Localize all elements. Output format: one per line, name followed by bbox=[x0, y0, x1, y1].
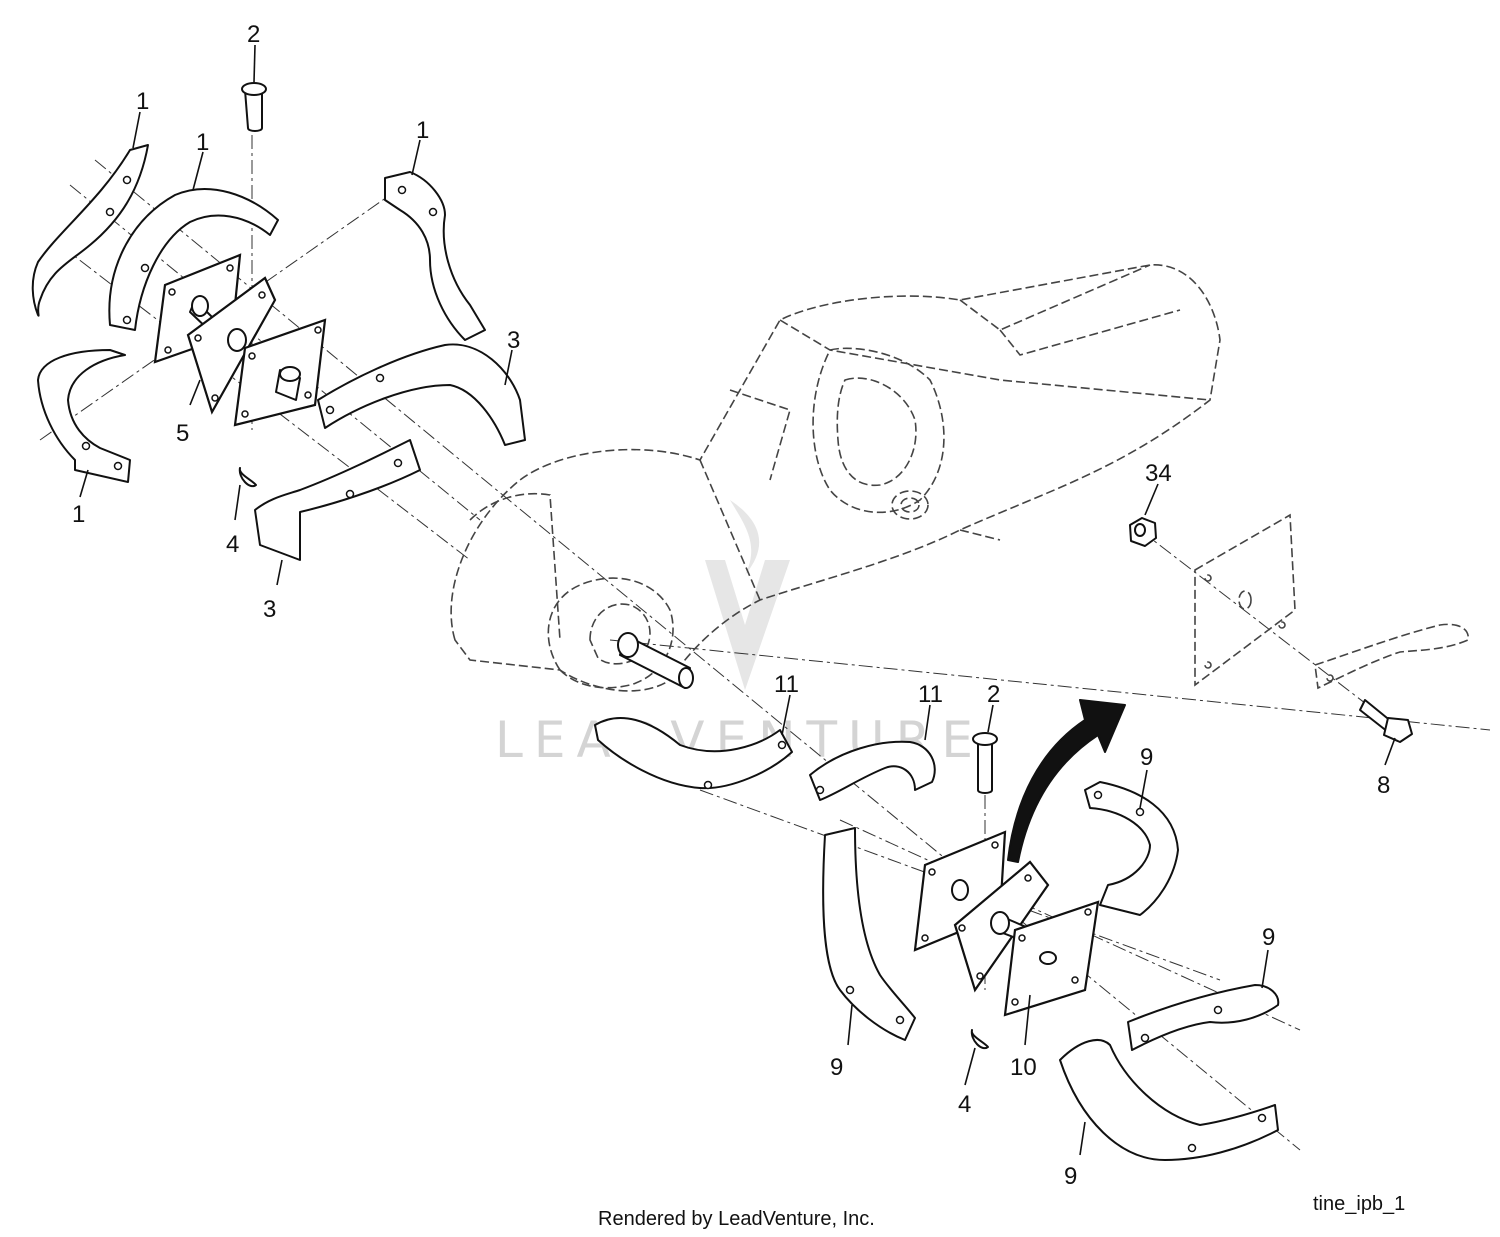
callout-9: 9 bbox=[830, 1054, 843, 1081]
tine-1-upper-left bbox=[31, 144, 149, 317]
outer-hub-assembly bbox=[1129, 513, 1469, 743]
tine-11-short bbox=[809, 740, 936, 801]
callout-1: 1 bbox=[196, 129, 209, 156]
callout-2: 2 bbox=[987, 681, 1000, 708]
callout-3: 3 bbox=[263, 596, 276, 623]
tine-9-bottom bbox=[1059, 1039, 1279, 1161]
callout-9: 9 bbox=[1064, 1163, 1077, 1190]
outer-flange-plate-phantom bbox=[1194, 513, 1296, 687]
callout-4: 4 bbox=[226, 531, 239, 558]
callout-2: 2 bbox=[247, 21, 260, 48]
callout-34: 34 bbox=[1145, 460, 1172, 487]
render-credit: Rendered by LeadVenture, Inc. bbox=[598, 1208, 875, 1230]
callout-1: 1 bbox=[416, 117, 429, 144]
hex-bolt bbox=[1359, 699, 1413, 743]
tine-1-upper-arc bbox=[108, 188, 279, 331]
drawing-reference: tine_ipb_1 bbox=[1313, 1193, 1406, 1215]
callout-5: 5 bbox=[176, 420, 189, 447]
callout-leaders bbox=[79, 44, 1396, 1156]
watermark: LEADVENTURE bbox=[495, 500, 973, 769]
tine-1-upper-right bbox=[384, 171, 486, 341]
callout-4: 4 bbox=[958, 1091, 971, 1118]
hairpin-clip-right bbox=[970, 1029, 989, 1050]
right-tine-assembly bbox=[594, 699, 1280, 1161]
callout-8: 8 bbox=[1377, 772, 1390, 799]
hex-nut bbox=[1129, 517, 1157, 547]
clevis-pin-right bbox=[977, 739, 993, 794]
outer-tine-phantom bbox=[1314, 623, 1469, 690]
callout-labels: 1 1 2 1 3 5 1 4 3 11 11 2 34 9 8 9 9 10 … bbox=[72, 21, 1390, 1190]
left-tine-assembly bbox=[31, 82, 526, 561]
rotation-arrow bbox=[1007, 699, 1126, 863]
callout-9: 9 bbox=[1262, 924, 1275, 951]
tine-3-lower bbox=[254, 439, 421, 561]
callout-9: 9 bbox=[1140, 744, 1153, 771]
tine-9-left-tall bbox=[822, 827, 916, 1041]
tiller-frame-phantom bbox=[450, 264, 1221, 692]
callout-10: 10 bbox=[1010, 1054, 1037, 1081]
hairpin-clip-left bbox=[238, 467, 257, 488]
tine-1-lower-left bbox=[37, 349, 131, 483]
callout-11: 11 bbox=[918, 681, 943, 708]
tine-shaft bbox=[617, 632, 694, 689]
tine-9-upper-right bbox=[1084, 781, 1179, 916]
tine-3-upper bbox=[317, 343, 526, 446]
callout-1: 1 bbox=[72, 501, 85, 528]
callout-11: 11 bbox=[774, 671, 799, 698]
clevis-pin-left bbox=[244, 89, 263, 132]
tine-11-long bbox=[594, 716, 793, 790]
callout-1: 1 bbox=[136, 88, 149, 115]
callout-3: 3 bbox=[507, 327, 520, 354]
tine-9-right-middle bbox=[1127, 984, 1280, 1051]
